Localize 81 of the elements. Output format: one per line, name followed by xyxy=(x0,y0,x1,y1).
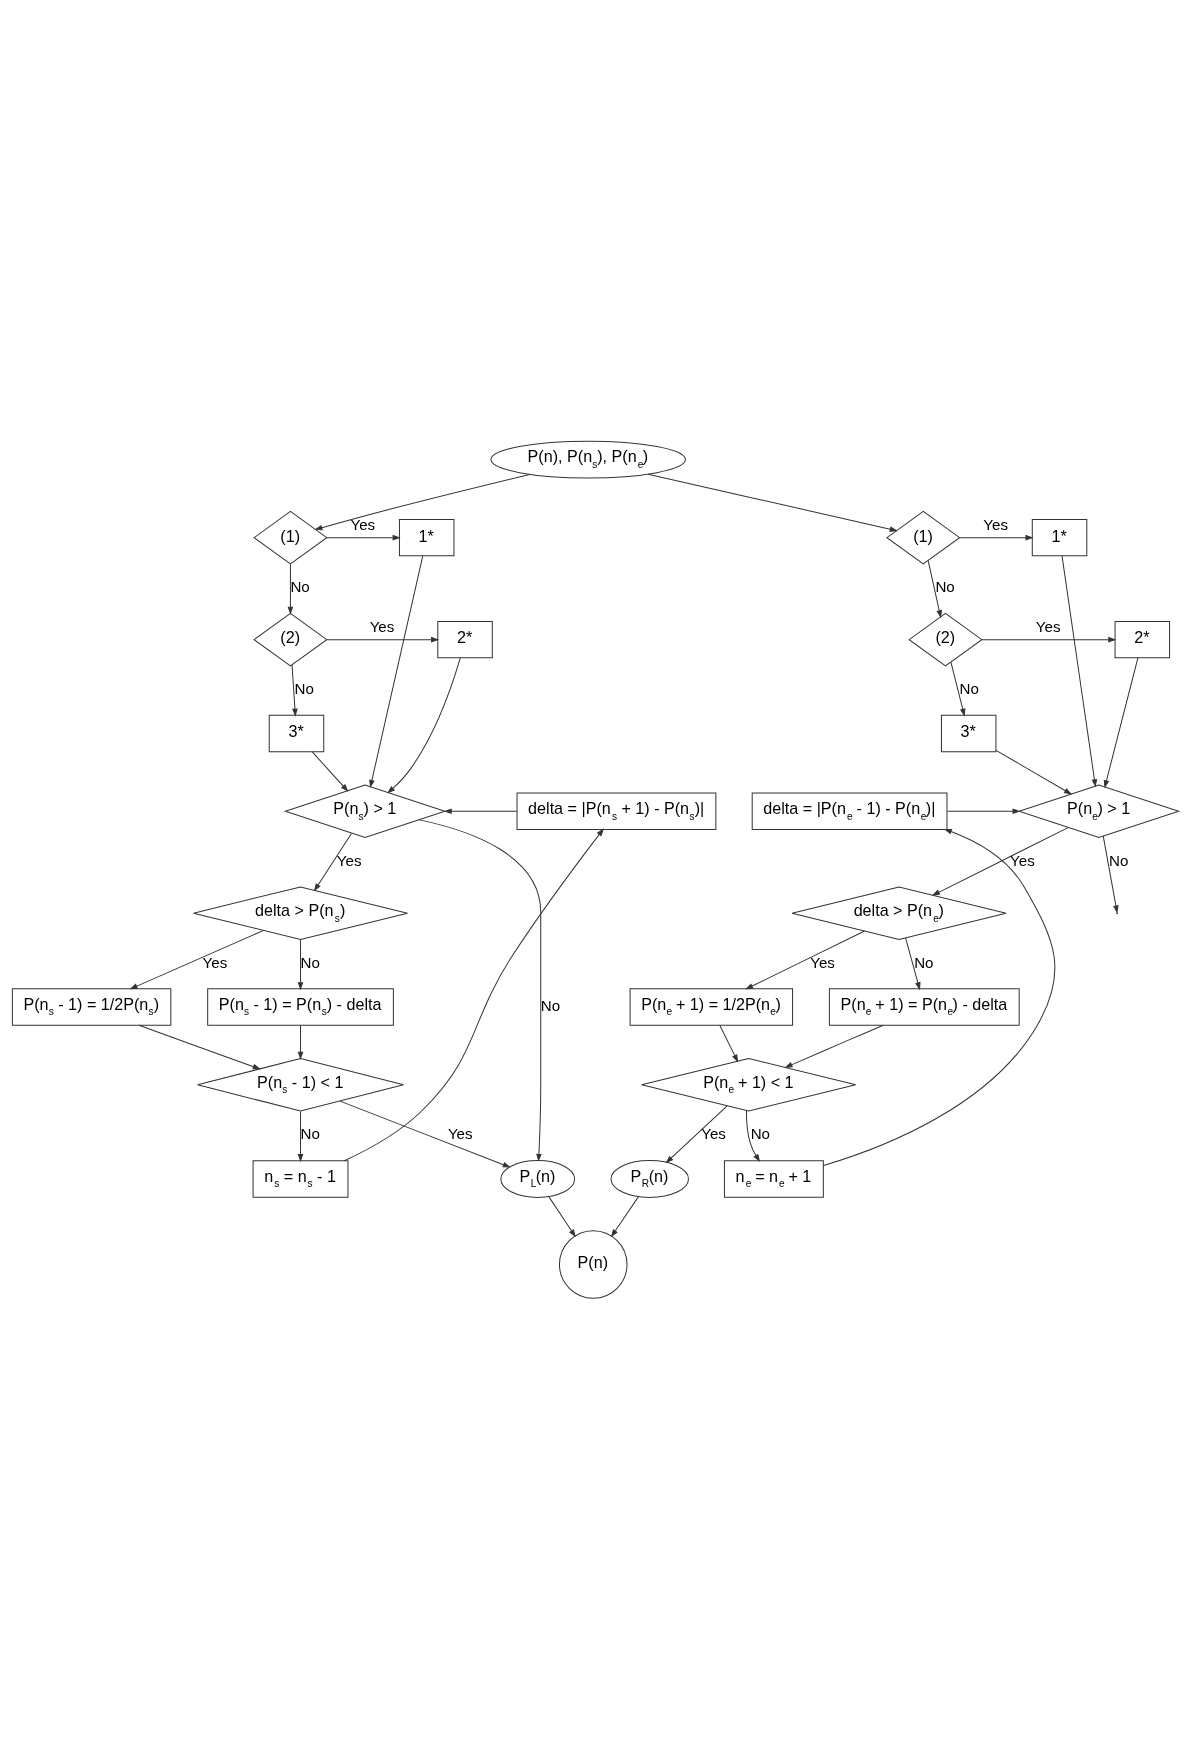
node-box: 2* xyxy=(437,620,493,659)
node-box: P(n$_{e}$ + 1) = 1/2P(n$_{e}$) xyxy=(629,988,794,1026)
node-box: 3* xyxy=(940,714,997,753)
edge-label: Yes xyxy=(1010,851,1035,869)
node-diamond: (2) xyxy=(253,612,328,667)
arrow xyxy=(287,563,294,615)
arrow xyxy=(418,819,542,1162)
edge-label: Yes xyxy=(202,953,228,971)
arrow xyxy=(138,1024,261,1070)
arrow xyxy=(981,636,1117,643)
node-box: delta = |P(n$_{s}$ + 1) - P(n$_{s}$)| xyxy=(516,792,717,830)
node-box: P(n$_{s}$ - 1) = 1/2P(n$_{s}$) xyxy=(11,988,172,1026)
node-box: delta = |P(n$_{e}$ - 1) - P(n$_{e}$)| xyxy=(751,792,948,830)
edge-label: Yes xyxy=(350,515,376,533)
node-box: P(n$_{e}$ + 1) = P(n$_{e}$) - delta xyxy=(828,988,1020,1026)
arrow xyxy=(927,560,942,619)
edge-label: Yes xyxy=(983,515,1009,533)
arrow xyxy=(326,534,401,541)
edge-label: Yes xyxy=(447,1125,473,1143)
arrow xyxy=(665,1105,728,1164)
arrow xyxy=(297,1110,304,1163)
arrow xyxy=(1103,657,1139,789)
node-diamond: P(n$_{e}$ + 1) < 1 xyxy=(641,1058,857,1112)
node-diamond: P(n$_{e}$) > 1 xyxy=(1017,784,1181,838)
arrow xyxy=(387,657,461,794)
edge-label: No xyxy=(300,1125,320,1143)
edge-label: No xyxy=(290,578,310,596)
node-diamond: (1) xyxy=(253,510,328,565)
edge-label: Yes xyxy=(810,953,835,971)
edge-label: No xyxy=(750,1125,771,1143)
node-box: 3* xyxy=(268,714,325,753)
node-box: 2* xyxy=(1114,620,1171,659)
arrow xyxy=(905,937,921,991)
node-box: n$_{s}$ = n$_{s}$ - 1 xyxy=(252,1160,349,1198)
arrow xyxy=(443,808,518,815)
edge-label: No xyxy=(914,953,934,971)
edge-label: No xyxy=(540,996,561,1014)
node-box: 1* xyxy=(1031,519,1088,557)
arrow xyxy=(326,636,440,643)
arrow xyxy=(297,1024,304,1060)
node-box: 1* xyxy=(398,519,455,557)
arrow xyxy=(129,929,265,990)
arrow xyxy=(745,1110,761,1163)
arrow xyxy=(313,832,352,892)
arrow xyxy=(548,1196,576,1238)
arrow xyxy=(1061,555,1098,788)
arrow xyxy=(610,1196,639,1238)
edge-label: Yes xyxy=(369,617,395,635)
node-ellipse: P$_{R}$(n) xyxy=(610,1160,689,1198)
node-diamond: delta > P(n$_{s}$) xyxy=(193,886,408,940)
arrow xyxy=(784,1024,884,1068)
arrow xyxy=(959,534,1034,541)
node-diamond: (2) xyxy=(908,612,983,667)
edge-label: Yes xyxy=(336,851,362,869)
arrow xyxy=(950,661,966,717)
arrow xyxy=(823,828,1056,1167)
arrow xyxy=(369,555,424,789)
arrow xyxy=(745,930,866,990)
arrow xyxy=(343,828,604,1162)
arrow xyxy=(931,827,1069,896)
edge-label: Yes xyxy=(1035,617,1061,635)
node-box: P(n$_{s}$ - 1) = P(n$_{s}$) - delta xyxy=(207,988,394,1026)
edge-label: No xyxy=(1108,851,1129,869)
arrow xyxy=(647,473,898,532)
arrow xyxy=(946,808,1021,815)
arrow xyxy=(995,749,1073,795)
arrow xyxy=(1102,835,1119,914)
arrow xyxy=(297,939,304,991)
arrow xyxy=(291,664,298,717)
arrow xyxy=(314,474,531,531)
node-ellipse: P(n), P(n$_{s}$), P(n$_{e}$) xyxy=(490,440,686,479)
edge-label: No xyxy=(959,680,979,698)
arrow xyxy=(311,751,349,792)
edge-label: No xyxy=(935,578,955,596)
arrow xyxy=(339,1100,511,1168)
arrow xyxy=(719,1024,739,1063)
node-box: n$_{e}$ = n$_{e}$ + 1 xyxy=(723,1160,824,1198)
edge-label: Yes xyxy=(701,1125,726,1143)
edge-label: No xyxy=(294,680,314,698)
node-diamond: P(n$_{s}$ - 1) < 1 xyxy=(197,1058,404,1112)
edge-label: No xyxy=(300,953,320,971)
